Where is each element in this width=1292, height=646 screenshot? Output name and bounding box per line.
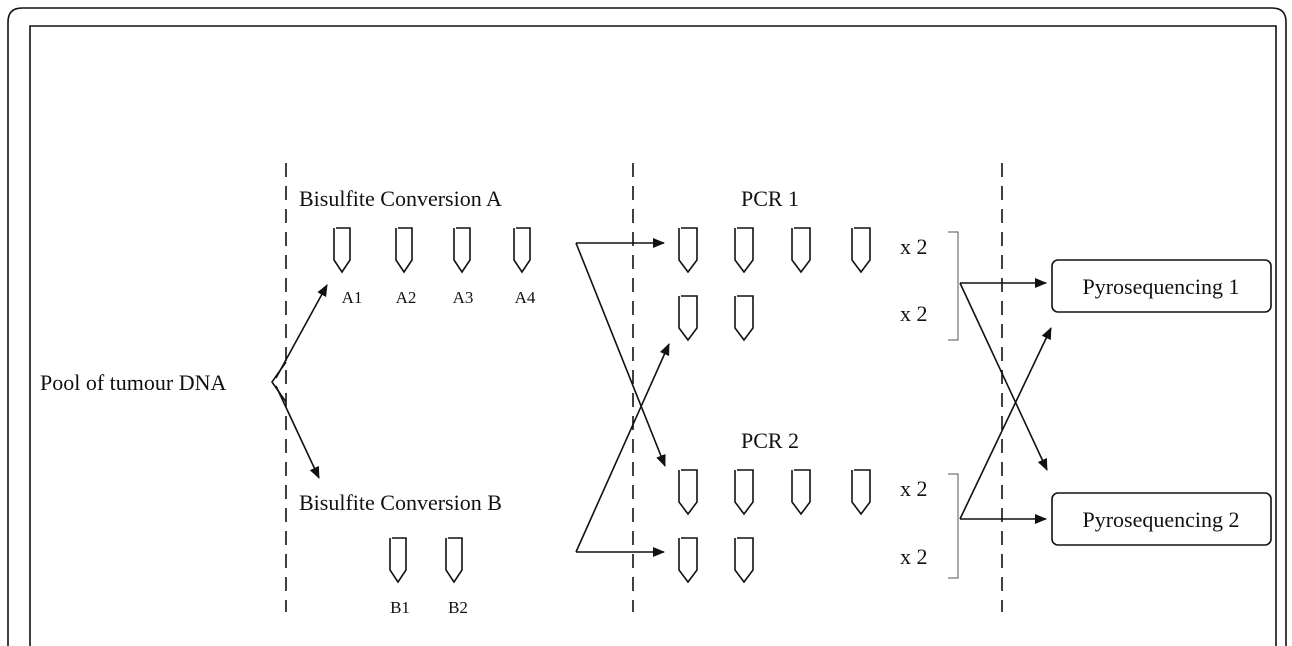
- pool-bracket: [271, 361, 287, 403]
- pcr1-row2-multiplier: x 2: [900, 301, 928, 326]
- tube-label-a4: A4: [515, 288, 536, 307]
- tube-label-a1: A1: [342, 288, 363, 307]
- pcr1-bracket: [948, 231, 959, 341]
- tube-a2: [395, 227, 413, 274]
- conversion-b-label: Bisulfite Conversion B: [299, 490, 502, 515]
- pcr2-row1-tubes: [678, 469, 871, 516]
- pcr2-bracket: [948, 473, 959, 579]
- inner-frame: [29, 25, 1277, 646]
- pcr1-row2-tubes: [678, 295, 754, 342]
- tube-b1: [389, 537, 407, 584]
- arrow-b-to-pcr1: [575, 343, 670, 553]
- tube-b2: [445, 537, 463, 584]
- pyro2-box: [1051, 492, 1272, 546]
- pyro1-box: [1051, 259, 1272, 313]
- tube-a4: [513, 227, 531, 274]
- outer-frame: [7, 7, 1287, 646]
- arrow-pcr1-to-pyro2: [959, 282, 1048, 471]
- tube-label-a3: A3: [453, 288, 474, 307]
- arrow-a-to-pcr2: [575, 242, 666, 467]
- pcr2-label: PCR 2: [741, 428, 799, 453]
- pcr2-row2-tubes: [678, 537, 754, 584]
- tube-label-b2: B2: [448, 598, 468, 617]
- tube-label-a2: A2: [396, 288, 417, 307]
- arrow-pcr2-to-pyro1: [959, 327, 1052, 520]
- pcr1-row1-tubes: [678, 227, 871, 274]
- pcr2-row1-multiplier: x 2: [900, 476, 928, 501]
- conversion-a-label: Bisulfite Conversion A: [299, 186, 502, 211]
- tube-label-b1: B1: [390, 598, 410, 617]
- tube-a3: [453, 227, 471, 274]
- pcr1-label: PCR 1: [741, 186, 799, 211]
- arrow-pool-to-b: [275, 385, 320, 479]
- pcr2-row2-multiplier: x 2: [900, 544, 928, 569]
- tube-a1: [333, 227, 351, 274]
- pcr1-row1-multiplier: x 2: [900, 234, 928, 259]
- pyro2-label: Pyrosequencing 2: [1082, 507, 1239, 532]
- pool-label: Pool of tumour DNA: [40, 370, 227, 395]
- pyro1-label: Pyrosequencing 1: [1082, 274, 1239, 299]
- arrow-pool-to-a: [275, 284, 328, 379]
